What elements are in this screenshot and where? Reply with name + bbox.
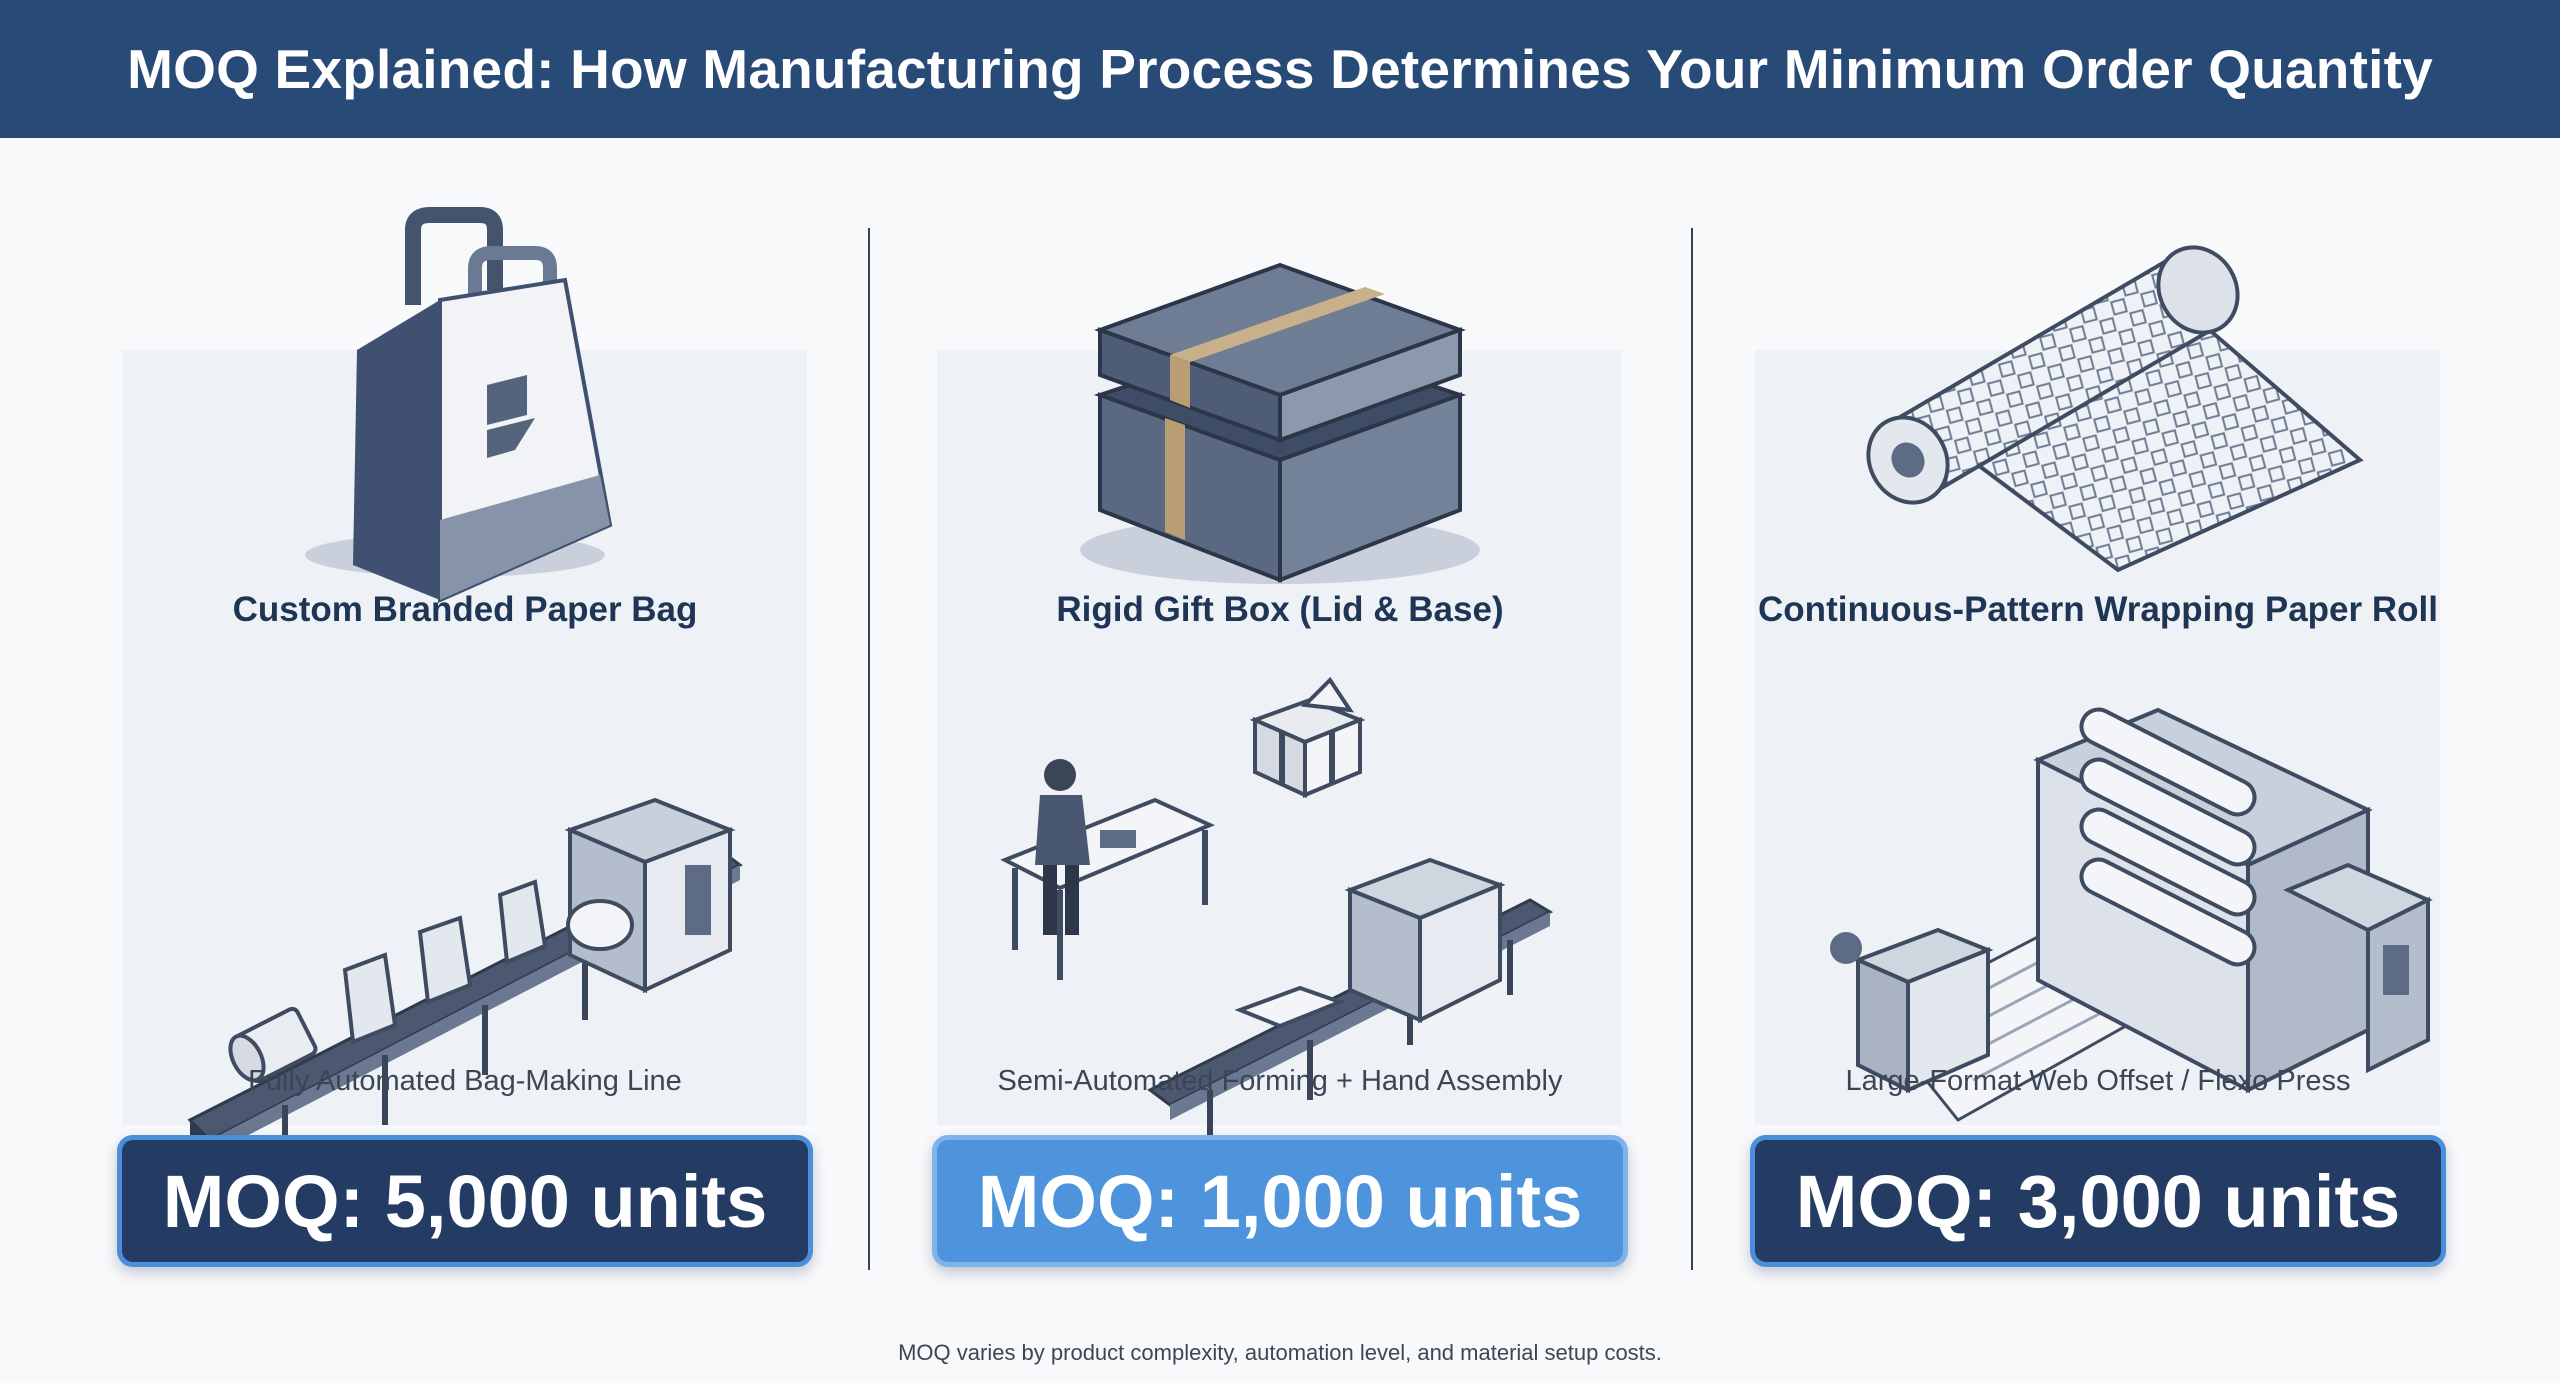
process-label: Large-Format Web Offset / Flexo Press (1845, 1065, 2351, 1097)
footnote: MOQ varies by product complexity, automa… (898, 1340, 1662, 1365)
column-gift-box: Rigid Gift Box (Lid & Base) (910, 140, 1650, 1280)
column-paper-bag: Custom Branded Paper Bag Fully Automated… (95, 140, 835, 1280)
column-paper-roll: Continuous-Pattern Wrapping Paper Roll L… (1728, 140, 2468, 1280)
column-divider (1691, 228, 1693, 1270)
header-banner: MOQ Explained: How Manufacturing Process… (0, 0, 2560, 138)
page-title: MOQ Explained: How Manufacturing Process… (127, 38, 2433, 100)
conveyor-line-icon (187, 797, 743, 1180)
column-divider (868, 228, 870, 1270)
printing-press-icon (1830, 707, 2433, 1122)
product-title: Continuous-Pattern Wrapping Paper Roll (1758, 590, 2438, 629)
paper-bag-icon (305, 207, 613, 604)
paper-roll-icon (1866, 245, 2364, 573)
gift-box-icon (1080, 262, 1480, 584)
process-label: Fully Automated Bag-Making Line (248, 1065, 682, 1097)
product-title: Custom Branded Paper Bag (232, 590, 698, 629)
moq-badge: MOQ: 5,000 units (117, 1135, 813, 1267)
moq-badge: MOQ: 3,000 units (1750, 1135, 2446, 1267)
moq-badge: MOQ: 1,000 units (932, 1135, 1628, 1267)
product-title: Rigid Gift Box (Lid & Base) (1056, 590, 1504, 629)
process-label: Semi-Automated Forming + Hand Assembly (997, 1065, 1563, 1097)
hand-assembly-icon (1000, 676, 1554, 1150)
